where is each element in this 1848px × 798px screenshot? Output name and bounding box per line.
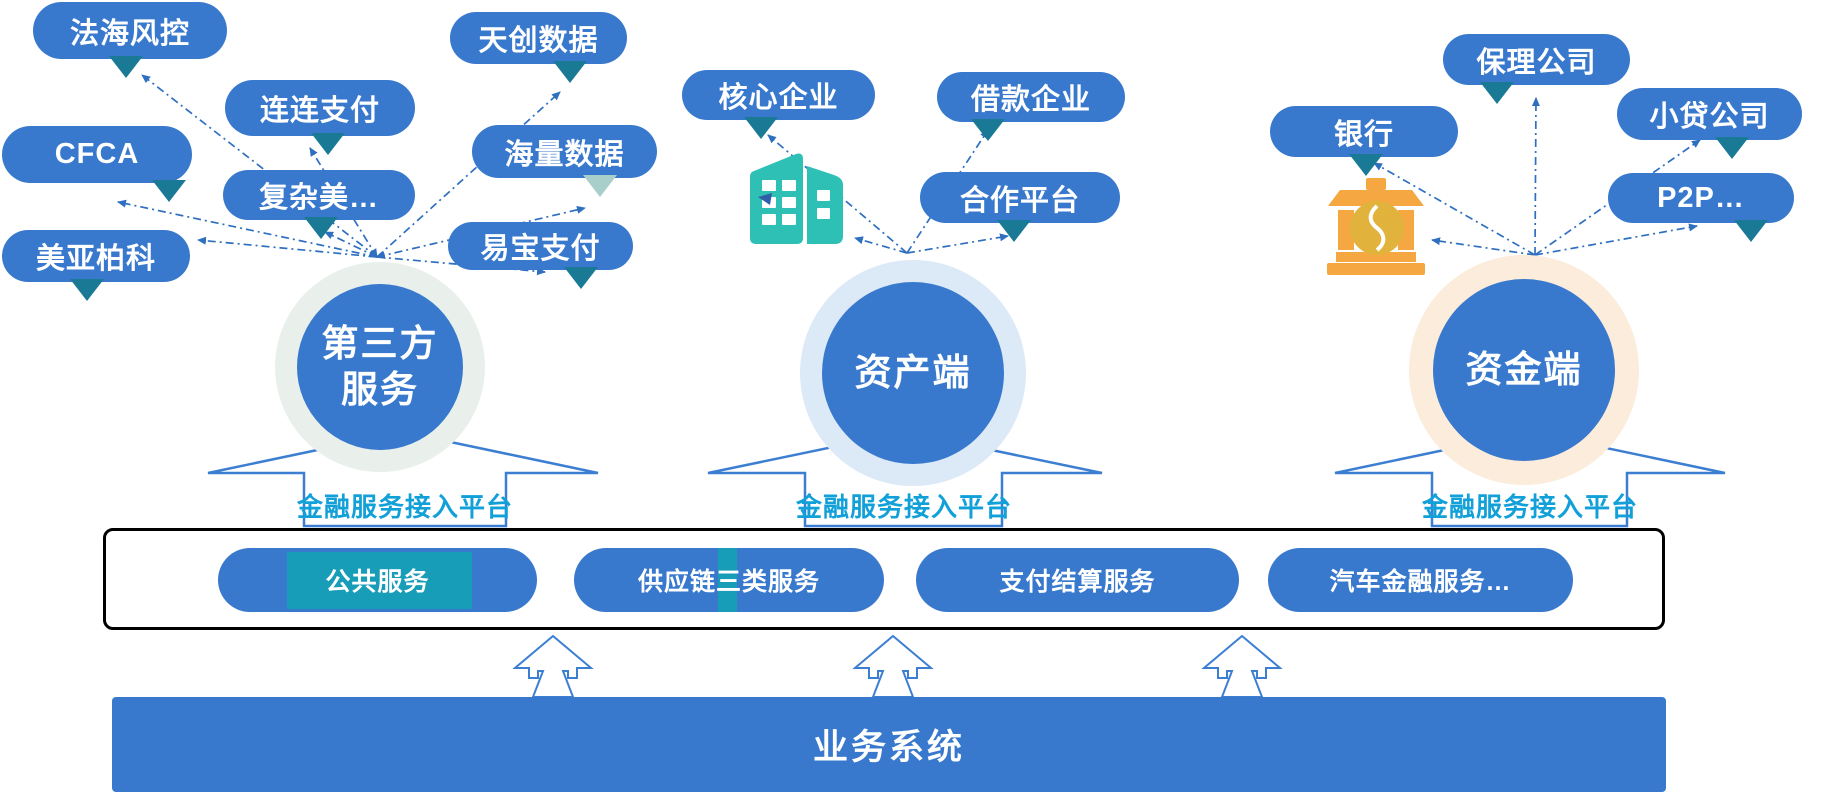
bubble-pointer — [152, 180, 187, 202]
business-system-label: 业务系统 — [812, 728, 965, 767]
bank-icon — [1327, 178, 1425, 275]
bubble-label: 小贷公司 — [1649, 101, 1770, 133]
bubble-yinhang: 银行 — [1270, 106, 1458, 176]
bubble-label: CFCA — [54, 138, 140, 170]
circle-label-line: 资产端 — [854, 351, 972, 393]
bubble-hezuo-pingtai: 合作平台 — [920, 172, 1120, 242]
building-icon — [750, 153, 843, 244]
service-pill-payment: 支付结算服务 — [916, 548, 1239, 612]
bubble-pointer — [564, 267, 599, 289]
platform-label-left: 金融服务接入平台 — [296, 492, 513, 522]
bubble-fahai-fengkong: 法海风控 — [33, 2, 227, 78]
up-arrow-1 — [512, 634, 594, 698]
bubble-label: 天创数据 — [478, 25, 599, 57]
connector-bank-icon — [1431, 237, 1536, 256]
up-arrow-3 — [1201, 634, 1283, 698]
bubble-pointer — [310, 133, 345, 155]
bubble-yibao-zhifu: 易宝支付 — [448, 222, 633, 289]
service-label: 公共服务 — [325, 568, 430, 596]
bubble-pointer — [1480, 82, 1515, 104]
bubble-pointer — [303, 217, 338, 239]
connector-p2p — [1534, 223, 1698, 256]
bubble-pointer — [744, 117, 779, 139]
bubble-label: 美亚柏科 — [35, 243, 156, 275]
business-system-bar: 业务系统 — [112, 697, 1666, 792]
circle-label-line: 第三方 — [321, 322, 439, 364]
bubble-hexin-qiye: 核心企业 — [682, 70, 875, 139]
bubble-label: 海量数据 — [504, 138, 625, 171]
bubble-meiya-boke: 美亚柏科 — [2, 230, 190, 301]
bubble-pointer — [997, 220, 1031, 242]
service-label: 支付结算服务 — [999, 568, 1156, 596]
up-arrow-shapes — [512, 634, 1283, 698]
bubble-pointer — [1714, 137, 1749, 159]
bubble-pointer — [553, 61, 588, 83]
bubble-label: 核心企业 — [718, 82, 839, 114]
bubble-label: 法海风控 — [69, 17, 190, 50]
bubble-cfca: CFCA — [2, 126, 192, 202]
bubble-jiekuan-qiye: 借款企业 — [937, 72, 1125, 141]
service-pill-auto-finance: 汽车金融服务… — [1268, 548, 1573, 612]
circle-asset: 资产端 — [822, 282, 1004, 464]
bubble-lianlian-zhifu: 连连支付 — [225, 80, 415, 155]
connector-meiya — [197, 236, 378, 258]
bubble-label: 连连支付 — [259, 95, 380, 127]
connector-hezuo — [906, 233, 1009, 254]
bubble-label: 合作平台 — [959, 184, 1080, 217]
bubble-pointer — [109, 56, 144, 78]
circle-label-line: 服务 — [341, 369, 419, 410]
connector-baoli — [1531, 97, 1540, 256]
bubble-tianchuang-shuju: 天创数据 — [450, 12, 627, 83]
service-pill-public: 公共服务 — [218, 548, 537, 612]
circle-funding-halo: 资金端 — [1409, 255, 1639, 485]
service-label: 供应链三类服务 — [637, 568, 820, 596]
bubble-fuzamei: 复杂美… — [223, 170, 415, 239]
bubble-hailiang-shuju: 海量数据 — [472, 125, 657, 197]
bubble-p2p: P2P… — [1608, 173, 1794, 242]
service-pill-supply-chain: 供应链三类服务 — [574, 548, 884, 612]
platform-label-right: 金融服务接入平台 — [1421, 492, 1638, 522]
circle-asset-halo: 资产端 — [800, 260, 1026, 486]
bubble-label: 借款企业 — [970, 84, 1091, 116]
stray-arrowhead — [758, 193, 772, 205]
circle-third-party: 第三方 服务 — [297, 284, 463, 450]
connector-building — [854, 236, 908, 254]
connector-xiaodai — [1534, 139, 1701, 256]
bubble-baoli-gongsi: 保理公司 — [1443, 34, 1630, 104]
teal-highlight — [287, 552, 472, 609]
bubble-label: 易宝支付 — [480, 233, 601, 265]
bubble-label: P2P… — [1657, 181, 1745, 214]
bubble-pointer — [1734, 220, 1769, 242]
bubble-pointer — [69, 279, 104, 301]
bubble-pointer — [970, 119, 1005, 141]
circle-third-party-halo: 第三方 服务 — [275, 262, 485, 472]
bubble-xiaodai-gongsi: 小贷公司 — [1617, 88, 1802, 159]
bubble-pointer — [582, 175, 617, 197]
bubble-label: 复杂美… — [258, 182, 379, 214]
connector-cfca — [117, 199, 378, 258]
platform-label-middle: 金融服务接入平台 — [795, 492, 1012, 522]
bubble-pointer — [1348, 154, 1383, 176]
connector-yinhang — [1373, 162, 1536, 256]
circle-label-line: 资金端 — [1465, 348, 1583, 390]
circle-funding: 资金端 — [1433, 279, 1615, 461]
bubble-label: 保理公司 — [1476, 46, 1597, 79]
service-label: 汽车金融服务… — [1329, 568, 1512, 596]
up-arrow-2 — [852, 634, 934, 698]
bubble-label: 银行 — [1333, 118, 1394, 151]
teal-stripe — [718, 548, 737, 612]
